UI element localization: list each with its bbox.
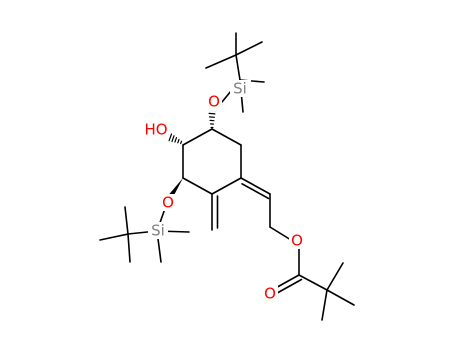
- bond: [273, 278, 303, 296]
- pivalate-group: [271, 244, 355, 321]
- bond: [321, 289, 328, 321]
- hashed-bond-to-o-top: [208, 109, 216, 129]
- bond: [127, 233, 131, 263]
- bond: [235, 41, 263, 56]
- tbs-bottom-group: [99, 202, 190, 263]
- si-top-label: Si: [230, 80, 251, 98]
- bond: [269, 226, 292, 241]
- ho-label: HO: [144, 121, 169, 139]
- bond: [298, 274, 328, 291]
- bond: [182, 177, 213, 195]
- hashed-bond-to-ho: [168, 133, 183, 145]
- bond: [99, 233, 129, 241]
- bond: [240, 177, 271, 195]
- o-left-label: O: [160, 194, 176, 212]
- o-top-label: O: [206, 93, 222, 111]
- o-carbonyl-label: O: [262, 285, 278, 303]
- svg-text:Si: Si: [151, 222, 165, 240]
- bond: [211, 128, 242, 146]
- bond: [241, 183, 270, 200]
- svg-text:Si: Si: [233, 80, 247, 98]
- svg-text:O: O: [264, 285, 276, 303]
- svg-text:O: O: [208, 93, 220, 111]
- bond: [211, 177, 242, 195]
- bond: [326, 289, 355, 306]
- svg-text:HO: HO: [144, 121, 167, 139]
- bond: [326, 262, 344, 291]
- svg-text:O: O: [291, 232, 303, 250]
- bond: [124, 206, 129, 235]
- cyclohexane-ring: [182, 128, 242, 195]
- si-bottom-label: Si: [148, 222, 168, 240]
- bond: [205, 54, 237, 69]
- bond: [235, 54, 241, 81]
- o-ester-label: O: [289, 232, 305, 250]
- bond: [182, 128, 213, 146]
- svg-text:O: O: [162, 194, 174, 212]
